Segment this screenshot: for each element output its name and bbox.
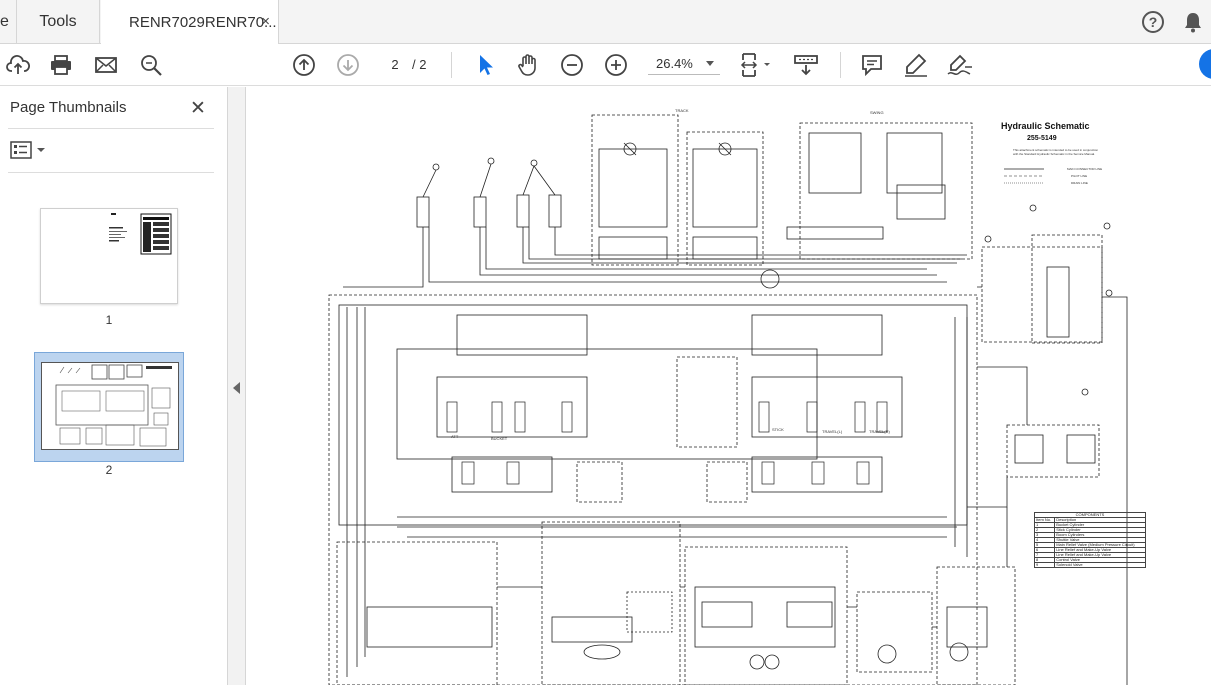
panel-title: Page Thumbnails xyxy=(10,99,127,116)
fill-sign-icon[interactable] xyxy=(946,51,974,79)
panel-collapse-handle[interactable] xyxy=(228,87,246,685)
thumbnail-options-menu[interactable] xyxy=(10,141,46,159)
tab-document-label: RENR7029RENR70... xyxy=(129,14,277,31)
select-cursor-icon[interactable] xyxy=(471,51,499,79)
schematic-title: Hydraulic Schematic xyxy=(1001,121,1090,131)
page-thumbnail-2-selected[interactable] xyxy=(34,352,184,462)
track-label: TRACK xyxy=(675,108,689,113)
legend-main-line: MAIN CONNECTOR LINE xyxy=(1067,167,1103,171)
page-thumbnail-1[interactable] xyxy=(40,208,178,304)
notification-bell-icon[interactable] xyxy=(1184,11,1202,38)
thumbnail-label: 1 xyxy=(105,313,113,327)
print-icon[interactable] xyxy=(47,51,75,79)
page-number-input[interactable]: 2 xyxy=(391,56,399,72)
toolbar-divider xyxy=(840,52,841,78)
legend-pilot-line: PILOT LINE xyxy=(1071,174,1088,178)
divider xyxy=(8,172,214,173)
toolbar: 2 / 2 26.4% xyxy=(0,44,1211,86)
bucket-label: BUCKET xyxy=(491,436,508,441)
zoom-level-select[interactable]: 26.4% xyxy=(648,53,720,75)
page-fit-icon[interactable] xyxy=(738,51,774,79)
toolbar-divider xyxy=(451,52,452,78)
divider xyxy=(8,128,214,129)
page-thumbnail-2[interactable] xyxy=(41,362,179,450)
schematic-note: This attachment schematic is intended to… xyxy=(1013,148,1099,156)
find-zoom-icon[interactable] xyxy=(137,51,165,79)
help-icon[interactable]: ? xyxy=(1142,11,1164,33)
travel-right-label: TRAVEL(R) xyxy=(869,429,890,434)
att-label: ATT xyxy=(451,434,459,439)
chevron-down-icon xyxy=(37,148,45,152)
account-avatar[interactable] xyxy=(1199,49,1211,79)
comment-icon[interactable] xyxy=(858,51,886,79)
email-icon[interactable] xyxy=(92,51,120,79)
tab-document[interactable]: RENR7029RENR70... × xyxy=(101,0,279,45)
scroll-mode-icon[interactable] xyxy=(792,51,820,79)
travel-left-label: TRAVEL(L) xyxy=(822,429,843,434)
zoom-in-icon[interactable] xyxy=(602,51,630,79)
thumbnail-label: 2 xyxy=(105,463,113,477)
swing-label: SWING xyxy=(870,110,884,115)
previous-page-icon[interactable] xyxy=(290,51,318,79)
stick-label: STICK xyxy=(772,427,784,432)
upload-cloud-icon[interactable] xyxy=(4,51,32,79)
next-page-icon[interactable] xyxy=(334,51,362,79)
close-tab-icon[interactable]: × xyxy=(261,13,270,30)
tab-bar: e Tools RENR7029RENR70... × ? xyxy=(0,0,1211,45)
hand-tool-icon[interactable] xyxy=(514,51,542,79)
highlight-pen-icon[interactable] xyxy=(902,51,930,79)
collapse-arrow-icon xyxy=(233,382,240,394)
thumbnails-panel: Page Thumbnails ✕ 1 xyxy=(0,87,228,685)
legend-lines xyxy=(1004,168,1044,184)
chevron-down-icon xyxy=(706,61,714,66)
zoom-out-icon[interactable] xyxy=(558,51,586,79)
hydraulic-schematic-drawing xyxy=(328,114,1128,685)
thumbnail-preview xyxy=(109,213,172,255)
schematic-number: 255-5149 xyxy=(1027,135,1057,142)
legend-drain-line: DRAIN LINE xyxy=(1071,181,1088,185)
tab-tools[interactable]: Tools xyxy=(16,0,100,44)
page-total: / 2 xyxy=(412,56,427,72)
thumbnail-preview xyxy=(55,364,172,447)
document-view[interactable]: TRACK SWING ATT BUCKET STICK TRAVEL(L) T… xyxy=(247,87,1211,685)
close-panel-icon[interactable]: ✕ xyxy=(190,98,206,119)
list-options-icon xyxy=(10,141,32,159)
tab-home[interactable]: e xyxy=(0,13,9,30)
